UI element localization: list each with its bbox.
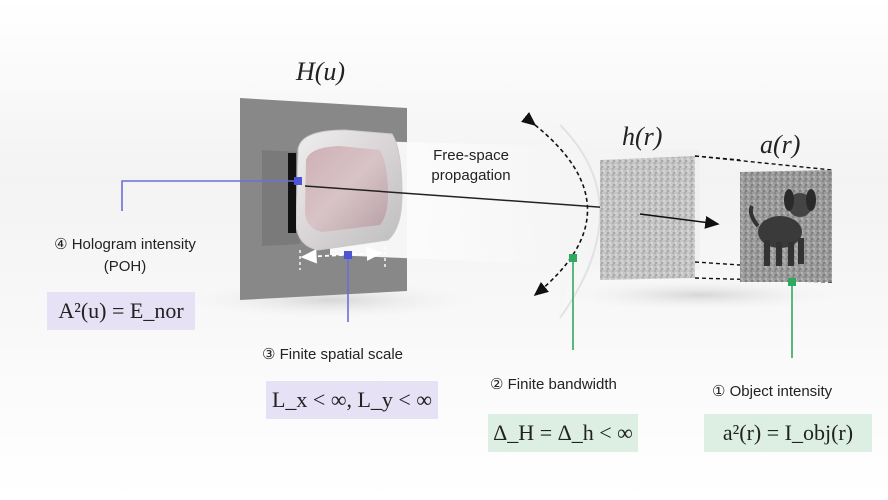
callout-finite-spatial-scale: ③ Finite spatial scale	[262, 345, 403, 363]
equation-box-hologram: A²(u) = E_nor	[47, 292, 195, 330]
propagation-line	[304, 185, 641, 211]
a-label: a(r)	[760, 130, 800, 160]
callout-number: ①	[712, 383, 726, 400]
a-label-text: a(r)	[760, 130, 801, 159]
h-label-text: h(r)	[622, 122, 663, 151]
bandwidth-arrow	[521, 111, 589, 297]
callout-number: ②	[490, 376, 504, 393]
propagation-label: Free-space propagation	[416, 146, 526, 186]
equation-box-scale: L_x < ∞, L_y < ∞	[266, 381, 438, 419]
callout-title: Finite spatial scale	[279, 346, 404, 363]
callout-object-intensity: ① Object intensity	[712, 382, 832, 400]
callout-marker-bandwidth	[569, 254, 577, 262]
h-plane	[600, 156, 695, 280]
floor-shadow	[540, 277, 860, 313]
callout-marker-object	[788, 278, 796, 286]
dog-object	[748, 189, 816, 266]
equation-box-bandwidth: Δ_H = Δ_h < ∞	[488, 414, 638, 452]
callout-title: Object intensity	[729, 383, 833, 400]
callout-finite-bandwidth: ② Finite bandwidth	[490, 375, 617, 393]
propagation-label-line2: propagation	[431, 167, 511, 184]
callout-marker-hologram	[294, 177, 302, 185]
callout-marker-scale	[344, 251, 352, 259]
callout-title: Finite bandwidth	[507, 376, 617, 393]
hologram-plate-edge	[288, 153, 296, 233]
callout-line-hologram	[121, 180, 298, 211]
equation-object: a²(r) = I_obj(r)	[722, 420, 854, 445]
callout-number: ③	[262, 346, 276, 363]
hologram-label: H(u)	[296, 57, 345, 87]
callout-number: ④	[54, 236, 68, 253]
equation-bandwidth: Δ_H = Δ_h < ∞	[493, 420, 633, 445]
propagation-label-line1: Free-space	[433, 147, 509, 164]
beam-front	[560, 125, 575, 318]
hologram-label-text: H(u)	[296, 57, 346, 86]
h-label: h(r)	[622, 122, 662, 152]
callout-title: Hologram intensity	[71, 236, 196, 253]
connector-dash	[694, 261, 741, 266]
equation-hologram: A²(u) = E_nor	[58, 298, 184, 323]
callout-hologram-intensity-title: ④ Hologram intensity	[20, 234, 230, 256]
h-to-a-arrow	[639, 213, 720, 229]
callout-hologram-intensity: ④ Hologram intensity (POH)	[20, 234, 230, 278]
scale-arrow	[300, 246, 383, 264]
equation-scale: L_x < ∞, L_y < ∞	[271, 387, 433, 412]
callout-subtitle: (POH)	[103, 258, 147, 275]
equation-box-object: a²(r) = I_obj(r)	[704, 414, 872, 452]
connector-dash	[694, 155, 833, 171]
